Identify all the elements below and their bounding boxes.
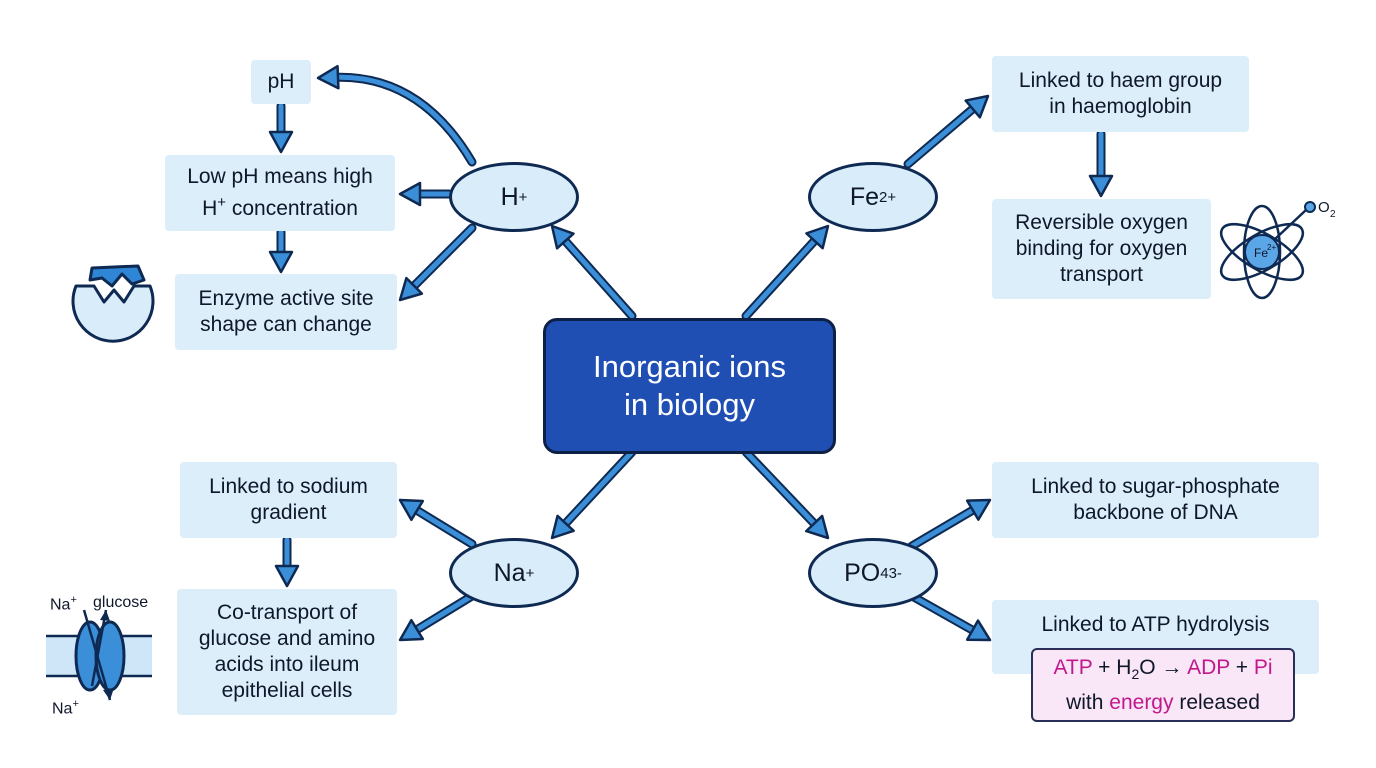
ion-symbol: Fe bbox=[849, 182, 880, 211]
arrow-h-to-ph-head bbox=[316, 64, 340, 90]
arrow-h-to-ph bbox=[331, 74, 475, 165]
dna-backbone-box: Linked to sugar-phosphate backbone of DN… bbox=[992, 462, 1319, 538]
ion-symbol: Na bbox=[493, 558, 526, 587]
low-ph-box: Low pH means high H+ concentration bbox=[165, 155, 395, 231]
low-ph-line-1: Low pH means high bbox=[187, 165, 373, 188]
ph-box: pH bbox=[251, 60, 311, 104]
atp-title: Linked to ATP hydrolysis bbox=[1041, 613, 1270, 636]
dna-line-1: Linked to sugar-phosphate bbox=[1031, 475, 1280, 498]
ion-charge: 3- bbox=[888, 564, 902, 582]
haem-line-1: Linked to haem group bbox=[1018, 69, 1223, 92]
glucose-label: glucose bbox=[93, 594, 149, 611]
arrow-po4-to-dna-head bbox=[965, 498, 992, 521]
arrow-na-to-gradient-head bbox=[398, 498, 425, 522]
o2-subscript: 2 bbox=[1330, 209, 1336, 220]
arrow-na-to-gradient bbox=[411, 505, 475, 547]
arrow-h-to-enzyme-head bbox=[398, 276, 424, 302]
arrow-na-to-cotransport-head bbox=[398, 618, 425, 642]
central-topic-line-2: in biology bbox=[624, 387, 755, 422]
ion-charge: + bbox=[525, 564, 535, 582]
cotransport-channel-icon bbox=[46, 609, 152, 701]
arrow-na-to-cotransport bbox=[411, 593, 475, 635]
arrow-h-to-low-ph-head bbox=[398, 181, 422, 207]
arrow-po4-to-atp-head bbox=[965, 619, 992, 642]
arrow-center-to-fe-head bbox=[805, 224, 830, 250]
arrow-center-to-po4-head bbox=[804, 514, 830, 540]
arrow-gradient-to-cotransport-head bbox=[274, 564, 300, 588]
arrow-ph-to-low-ph-head bbox=[268, 130, 294, 154]
low-ph-line-2: H+ concentration bbox=[202, 194, 358, 220]
oxygen-line-3: transport bbox=[1060, 263, 1143, 286]
dna-line-2: backbone of DNA bbox=[1073, 501, 1238, 524]
sodium-gradient-box: Linked to sodium gradient bbox=[180, 462, 397, 538]
ion-node-na: Na+ bbox=[449, 538, 579, 608]
ph-label: pH bbox=[267, 70, 295, 93]
enzyme-box: Enzyme active site shape can change bbox=[175, 274, 397, 350]
arrow-center-to-na-head bbox=[550, 514, 575, 540]
atp-equation-box: ATP + H2O → ADP + Pi with energy release… bbox=[1031, 648, 1295, 722]
central-topic: Inorganic ions in biology bbox=[543, 318, 836, 454]
oxygen-binding-box: Reversible oxygen binding for oxygen tra… bbox=[992, 199, 1211, 299]
cotransport-line-1: Co-transport of bbox=[216, 601, 358, 624]
arrow-fe-to-haem bbox=[905, 103, 979, 167]
atp-equation: ATP + H2O → ADP + Pi bbox=[1053, 656, 1273, 683]
o2-label: O bbox=[1318, 199, 1330, 216]
arrow-fe-to-haem-head bbox=[964, 94, 990, 119]
enzyme-line-1: Enzyme active site bbox=[198, 287, 374, 310]
arrow-center-to-h-head bbox=[550, 224, 575, 250]
cotransport-line-2: glucose and amino bbox=[198, 627, 376, 650]
na-bottom-label: Na+ bbox=[52, 698, 79, 718]
ion-symbol: PO bbox=[844, 558, 881, 587]
arrow-h-to-enzyme bbox=[408, 225, 475, 292]
enzyme-icon bbox=[71, 264, 155, 343]
ion-symbol: H bbox=[500, 182, 519, 211]
fe-atom-label: Fe bbox=[1254, 246, 1268, 260]
haem-atom-icon: Fe 2+ O 2 bbox=[1219, 199, 1336, 300]
cotransport-box: Co-transport of glucose and amino acids … bbox=[177, 589, 397, 715]
ion-charge: + bbox=[518, 188, 528, 206]
arrow-center-to-fe bbox=[743, 235, 820, 319]
arrow-center-to-h bbox=[560, 235, 635, 319]
arrow-po4-to-atp bbox=[909, 593, 979, 635]
oxygen-line-2: binding for oxygen bbox=[1015, 237, 1188, 260]
haem-line-2: in haemoglobin bbox=[1049, 95, 1192, 118]
gradient-line-1: Linked to sodium bbox=[209, 475, 368, 498]
na-top-label: Na+ bbox=[50, 594, 77, 614]
oxygen-line-1: Reversible oxygen bbox=[1015, 211, 1188, 234]
fe-atom-charge: 2+ bbox=[1267, 243, 1276, 252]
ion-charge: 2+ bbox=[879, 188, 897, 206]
arrow-low-ph-to-enzyme-head bbox=[268, 250, 294, 274]
enzyme-line-2: shape can change bbox=[200, 313, 372, 336]
ion-node-h: H+ bbox=[449, 162, 579, 232]
arrow-haem-to-oxygen-head bbox=[1088, 174, 1114, 198]
arrow-center-to-po4 bbox=[743, 449, 820, 529]
ion-subscript: 4 bbox=[880, 564, 889, 582]
gradient-line-2: gradient bbox=[250, 501, 327, 524]
arrow-center-to-na bbox=[560, 449, 635, 529]
central-topic-line-1: Inorganic ions bbox=[592, 349, 786, 384]
energy-released-line: with energy released bbox=[1066, 690, 1260, 714]
cotransport-line-3: acids into ileum bbox=[214, 653, 360, 676]
haem-box: Linked to haem group in haemoglobin bbox=[992, 56, 1249, 132]
cotransport-line-4: epithelial cells bbox=[221, 679, 353, 702]
arrow-po4-to-dna bbox=[909, 505, 979, 549]
